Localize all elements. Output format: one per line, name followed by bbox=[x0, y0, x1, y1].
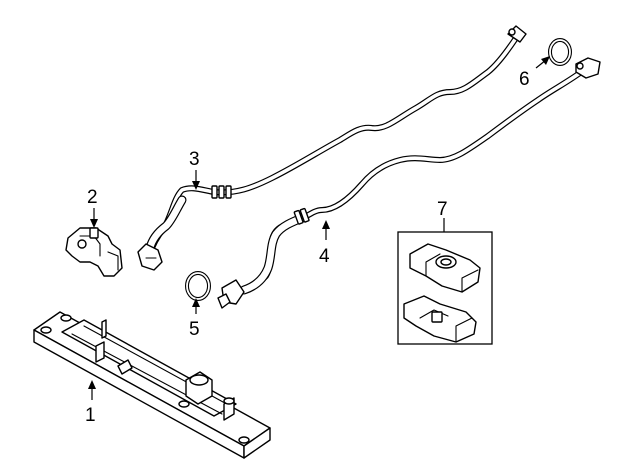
callout-6[interactable]: 6 bbox=[519, 69, 530, 90]
callout-4[interactable]: 4 bbox=[319, 246, 330, 267]
o-ring-6[interactable] bbox=[548, 38, 572, 66]
callout-1[interactable]: 1 bbox=[85, 405, 96, 426]
bracket-2[interactable] bbox=[65, 227, 123, 277]
callout-labels: 1 2 3 4 5 6 7 bbox=[85, 69, 530, 426]
callout-7[interactable]: 7 bbox=[437, 199, 448, 220]
oil-cooler-1[interactable] bbox=[33, 311, 271, 459]
callout-2[interactable]: 2 bbox=[87, 187, 98, 208]
clip-kit-7[interactable] bbox=[397, 231, 493, 345]
cooler-line-4[interactable] bbox=[217, 57, 601, 309]
callout-5[interactable]: 5 bbox=[189, 319, 200, 340]
callout-3[interactable]: 3 bbox=[189, 149, 200, 170]
leader-lines bbox=[88, 56, 550, 400]
cooler-line-3[interactable] bbox=[137, 25, 527, 271]
o-ring-5[interactable] bbox=[185, 271, 211, 301]
